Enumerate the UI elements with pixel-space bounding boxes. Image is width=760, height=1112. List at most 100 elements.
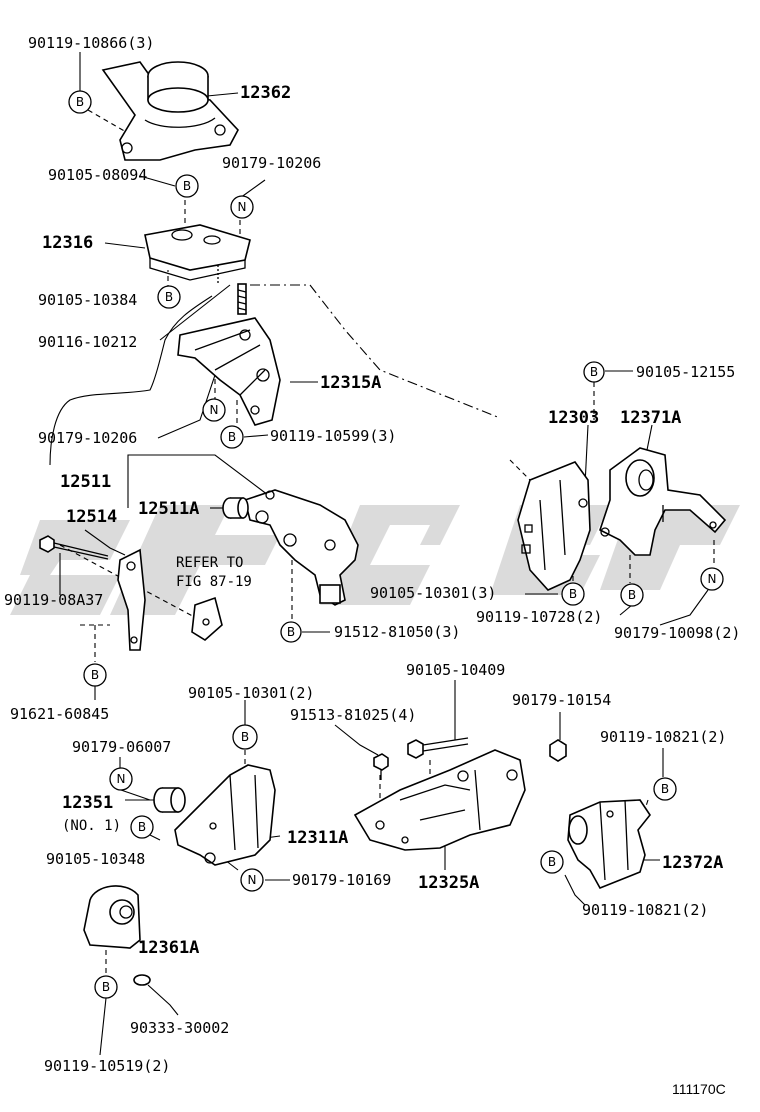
label-90105-10301-right: 90105-10301(3) xyxy=(370,584,496,602)
mount-12362-drawing xyxy=(101,61,239,161)
label-91513-81025: 91513-81025(4) xyxy=(290,706,416,724)
label-12351: 12351 xyxy=(62,793,113,813)
label-91621-60845: 91621-60845 xyxy=(10,705,109,723)
svg-text:B: B xyxy=(241,730,249,744)
callouts: B B N B N B B B B N B B B N B N B B B xyxy=(68,90,724,999)
callout-b-3: B xyxy=(157,285,181,309)
label-90105-10409: 90105-10409 xyxy=(406,661,505,679)
mount-12371A-drawing xyxy=(599,447,727,556)
label-12351-note: (NO. 1) xyxy=(62,818,121,834)
label-90116-10212: 90116-10212 xyxy=(38,333,137,351)
svg-text:B: B xyxy=(661,782,669,796)
label-90105-10384: 90105-10384 xyxy=(38,291,137,309)
callout-b-14: B xyxy=(94,975,118,999)
part-drawings xyxy=(39,61,727,986)
svg-text:B: B xyxy=(548,855,556,869)
stud-90116-drawing xyxy=(237,283,247,315)
callout-b-12: B xyxy=(653,777,677,801)
washer-90333-drawing xyxy=(133,974,151,986)
bracket-12316-drawing xyxy=(144,224,251,285)
label-90105-10301-left: 90105-10301(2) xyxy=(188,684,314,702)
svg-text:B: B xyxy=(138,820,146,834)
svg-text:B: B xyxy=(569,587,577,601)
label-12316: 12316 xyxy=(42,233,93,253)
svg-text:B: B xyxy=(287,625,295,639)
bolt-90119-08A37-drawing xyxy=(39,535,109,560)
callout-n-2: N xyxy=(202,398,226,422)
bolt-90105-10409-drawing xyxy=(407,737,469,759)
callout-b-6: B xyxy=(561,582,585,606)
label-90179-10206-top: 90179-10206 xyxy=(222,154,321,172)
label-12511: 12511 xyxy=(60,472,111,492)
label-12514: 12514 xyxy=(66,507,117,527)
callout-b-2: B xyxy=(175,174,199,198)
connector-lines xyxy=(49,52,715,1056)
label-90179-06007: 90179-06007 xyxy=(72,738,171,756)
svg-text:B: B xyxy=(91,668,99,682)
label-12303: 12303 xyxy=(548,408,599,428)
mount-12372A-drawing xyxy=(567,799,651,890)
label-91512-81050: 91512-81050(3) xyxy=(334,623,460,641)
label-90119-10821-bot: 90119-10821(2) xyxy=(582,901,708,919)
svg-text:B: B xyxy=(628,588,636,602)
mount-12361A-drawing xyxy=(83,885,141,949)
referred-part-drawing xyxy=(191,596,223,641)
label-12511A: 12511A xyxy=(138,499,199,519)
label-90105-10348: 90105-10348 xyxy=(46,850,145,868)
label-90119-08A37: 90119-08A37 xyxy=(4,591,103,609)
bracket-12311A-drawing xyxy=(174,764,276,866)
bracket-12511-drawing xyxy=(244,489,359,606)
label-90105-12155: 90105-12155 xyxy=(636,363,735,381)
label-90179-10206-mid: 90179-10206 xyxy=(38,429,137,447)
bracket-12325A-drawing xyxy=(353,749,526,851)
bracket-12514-drawing xyxy=(117,548,146,651)
refer-note-line1: REFER TO xyxy=(176,555,243,571)
part-labels: 90119-10866(3) 12362 90105-08094 90179-1… xyxy=(4,34,740,1097)
label-90179-10154: 90179-10154 xyxy=(512,691,611,709)
svg-text:B: B xyxy=(165,290,173,304)
label-90333-30002: 90333-30002 xyxy=(130,1019,229,1037)
collar-12511A-drawing xyxy=(222,497,249,519)
label-12311A: 12311A xyxy=(287,828,348,848)
svg-text:B: B xyxy=(183,179,191,193)
label-90179-10098: 90179-10098(2) xyxy=(614,624,740,642)
callout-n-3: N xyxy=(700,567,724,591)
svg-text:N: N xyxy=(708,572,717,586)
nut-90179-10154-drawing xyxy=(549,739,567,762)
svg-text:N: N xyxy=(248,873,257,887)
callout-b-4: B xyxy=(220,425,244,449)
label-90119-10866: 90119-10866(3) xyxy=(28,34,154,52)
svg-text:B: B xyxy=(590,365,598,379)
svg-text:N: N xyxy=(117,772,126,786)
label-90119-10599: 90119-10599(3) xyxy=(270,427,396,445)
label-90119-10728: 90119-10728(2) xyxy=(476,608,602,626)
svg-text:B: B xyxy=(228,430,236,444)
label-12315A: 12315A xyxy=(320,373,381,393)
callout-b-7: B xyxy=(620,583,644,607)
svg-text:N: N xyxy=(238,200,247,214)
label-12372A: 12372A xyxy=(662,853,723,873)
label-90119-10519: 90119-10519(2) xyxy=(44,1057,170,1075)
label-90119-10821-top: 90119-10821(2) xyxy=(600,728,726,746)
callout-n-5: N xyxy=(240,868,264,892)
bracket-12303-drawing xyxy=(517,461,591,591)
label-12371A: 12371A xyxy=(620,408,681,428)
stopper-12351-drawing xyxy=(153,787,186,813)
label-12362: 12362 xyxy=(240,83,291,103)
label-12325A: 12325A xyxy=(418,873,479,893)
callout-b-11: B xyxy=(130,815,154,839)
label-90179-10169: 90179-10169 xyxy=(292,871,391,889)
callout-b-1: B xyxy=(68,90,92,114)
bracket-12315A-drawing xyxy=(177,317,281,426)
label-90105-08094: 90105-08094 xyxy=(48,166,147,184)
svg-text:N: N xyxy=(210,403,219,417)
diagram-code: 111170C xyxy=(672,1081,726,1097)
bolt-91513-drawing xyxy=(373,753,389,780)
callout-b-10: B xyxy=(232,724,258,750)
label-12361A: 12361A xyxy=(138,938,199,958)
callout-b-13: B xyxy=(540,850,564,874)
callout-b-5: B xyxy=(583,361,605,383)
svg-text:B: B xyxy=(102,980,110,994)
refer-note-line2: FIG 87-19 xyxy=(176,574,252,590)
